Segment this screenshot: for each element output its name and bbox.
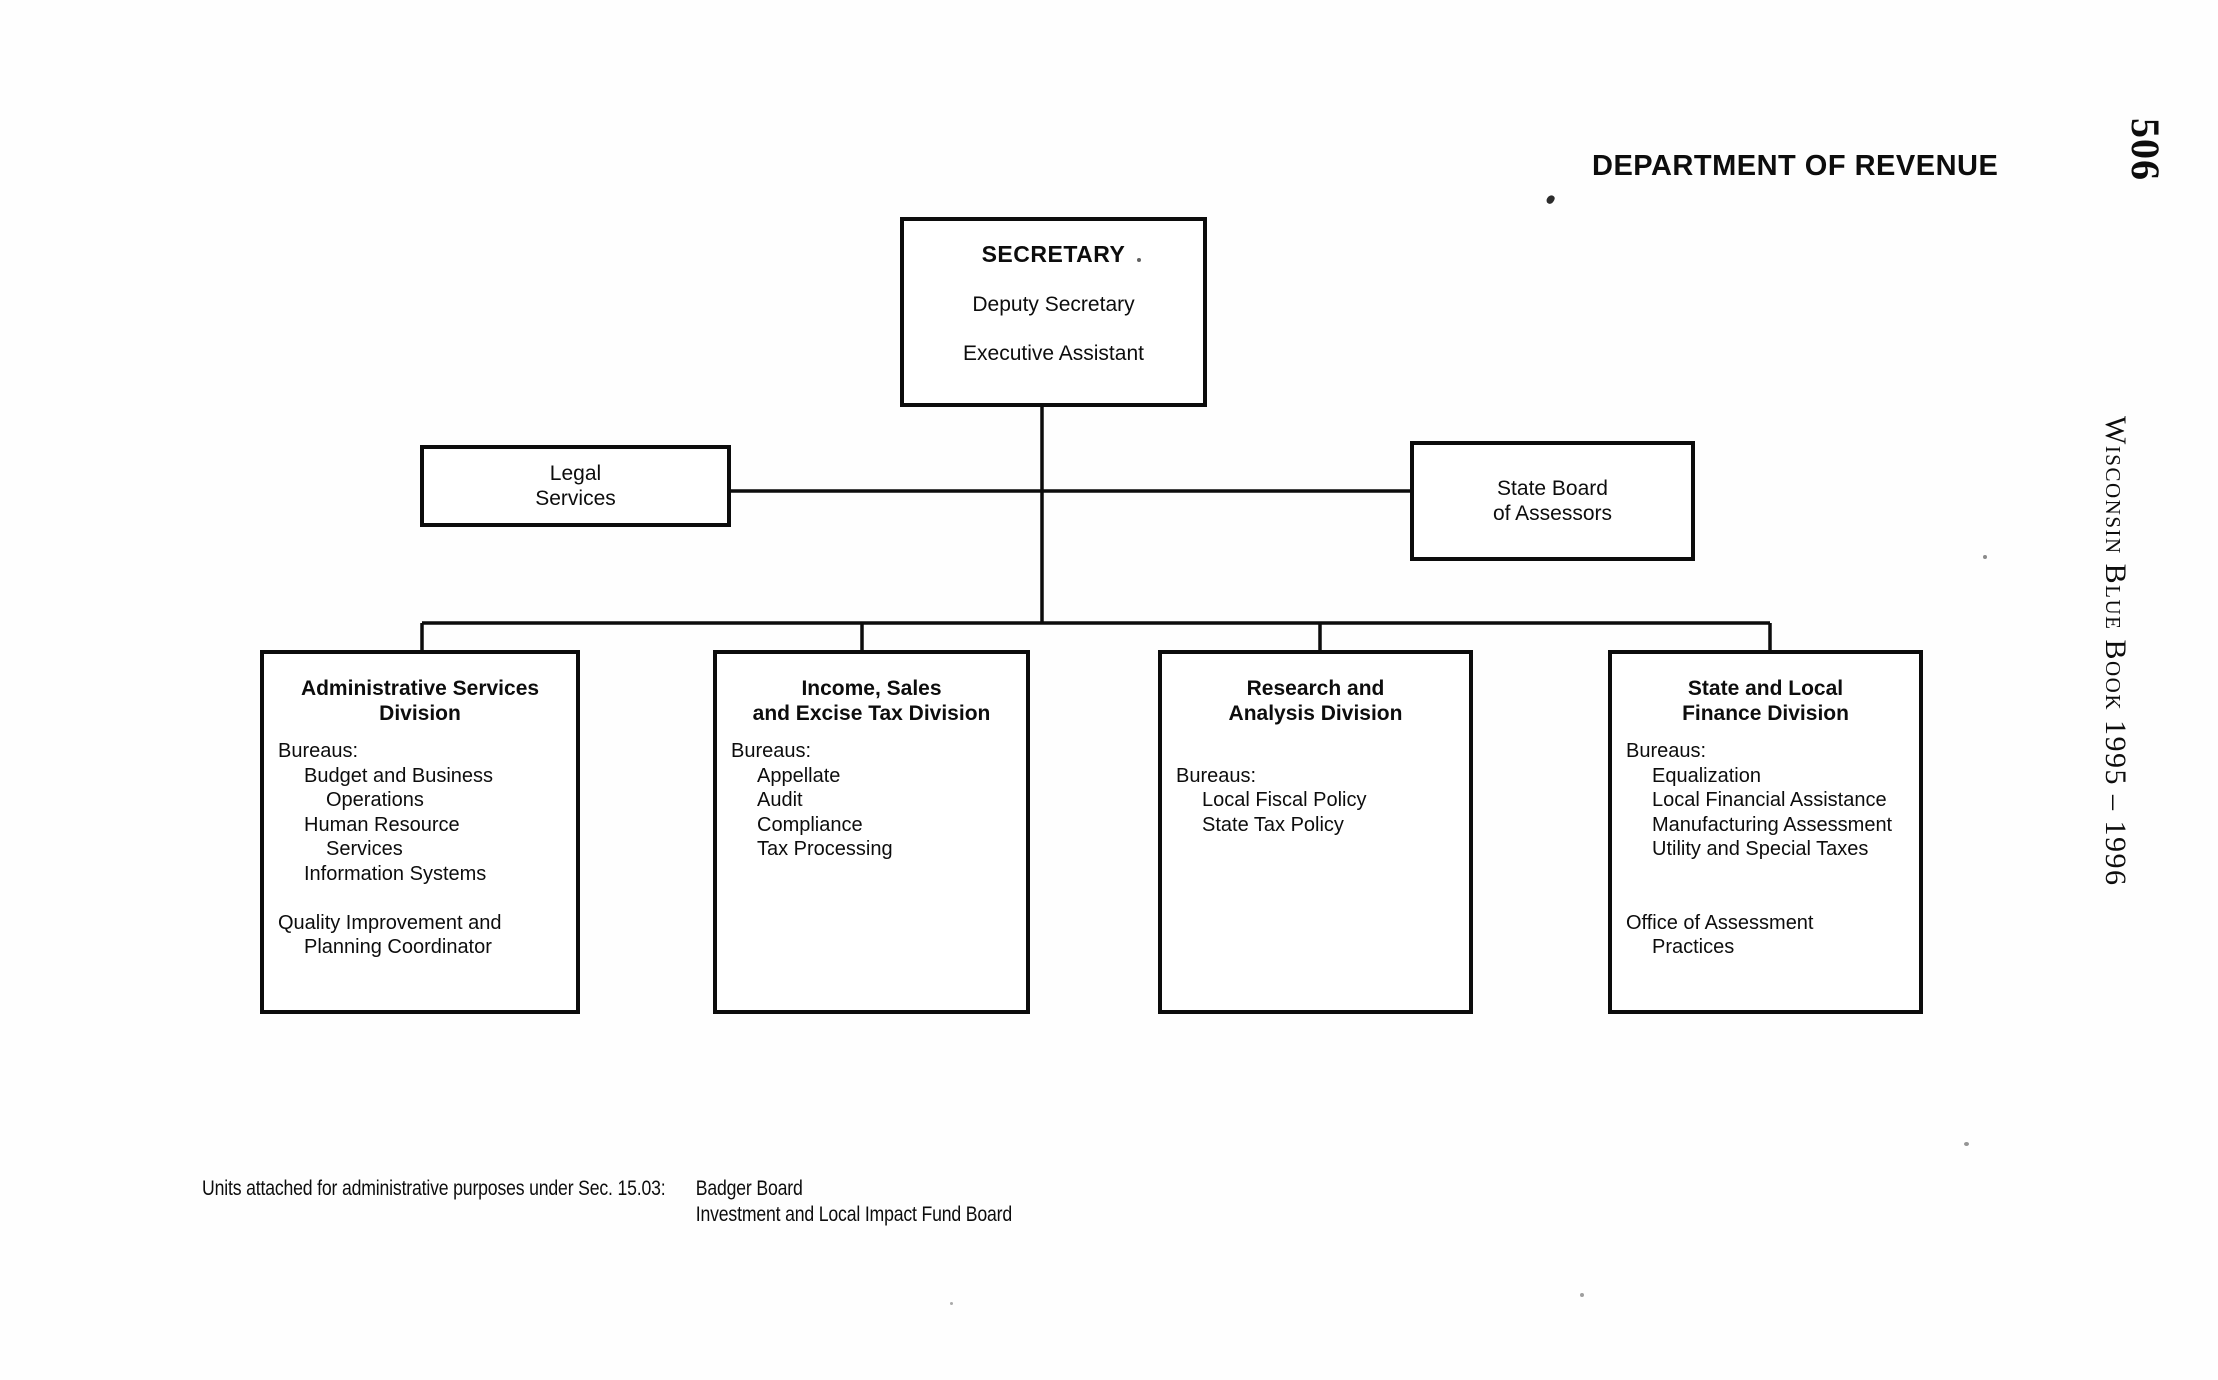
- division-line: Information Systems: [304, 862, 487, 885]
- legal-services-label-line: Services: [535, 487, 616, 510]
- scan-speck: [1983, 555, 1987, 559]
- scan-speck: [1545, 193, 1556, 206]
- state-board-label-line: of Assessors: [1492, 502, 1613, 525]
- state-board-label-line: State Board: [1497, 477, 1608, 500]
- deputy-secretary-label: Deputy Secretary: [972, 293, 1135, 316]
- scan-speck: [1137, 258, 1141, 262]
- division-spacer: [1612, 862, 1919, 887]
- secretary-title: SECRETARY: [981, 241, 1126, 267]
- executive-assistant-label: Executive Assistant: [963, 342, 1144, 365]
- division-line: Compliance: [757, 813, 863, 836]
- scan-speck: [950, 1302, 953, 1305]
- legal-services-box: Legal Services: [420, 445, 731, 527]
- division-line: Quality Improvement and: [278, 911, 502, 934]
- scan-speck: [1580, 1293, 1584, 1297]
- division-spacer: [1612, 886, 1919, 911]
- division-line: Bureaus:: [731, 740, 812, 762]
- spine-title: Wisconsin Blue Book 1995 – 1996: [2099, 416, 2132, 887]
- division-spacer: [264, 886, 576, 911]
- division-line: State Tax Policy: [1202, 813, 1344, 836]
- division-line: Bureaus:: [1176, 764, 1257, 787]
- division-line: Local Fiscal Policy: [1202, 789, 1367, 811]
- page-number: 506: [2123, 118, 2168, 181]
- division-spacer: [1162, 739, 1469, 764]
- footnote-unit: Investment and Local Impact Fund Board: [695, 1203, 1012, 1226]
- page-heading: DEPARTMENT OF REVENUE: [1592, 150, 1999, 182]
- footnote-unit: Badger Board: [695, 1177, 803, 1200]
- division-line: Practices: [1652, 936, 1735, 958]
- division-line: Audit: [757, 789, 803, 811]
- division-line: Manufacturing Assessment: [1652, 813, 1893, 836]
- legal-services-label-line: Legal: [549, 462, 602, 485]
- division-line: Tax Processing: [757, 838, 893, 860]
- division-line: Budget and Business: [304, 764, 494, 787]
- state-board-of-assessors-box: State Board of Assessors: [1410, 441, 1695, 561]
- division-line: Planning Coordinator: [304, 936, 492, 958]
- division-line: Utility and Special Taxes: [1652, 838, 1869, 860]
- division-line: Services: [326, 838, 403, 860]
- footnote: Units attached for administrative purpos…: [202, 1176, 1012, 1228]
- division-line: Human Resource: [304, 813, 460, 836]
- division-line: Bureaus:: [1626, 740, 1707, 762]
- footnote-label: Units attached for administrative purpos…: [202, 1177, 666, 1200]
- division-line: Appellate: [757, 764, 841, 787]
- secretary-box: SECRETARY Deputy Secretary Executive Ass…: [900, 217, 1207, 407]
- scan-speck: [1964, 1142, 1969, 1146]
- footnote-units: Badger Board Investment and Local Impact…: [696, 1176, 1012, 1228]
- division-line: Equalization: [1652, 764, 1761, 787]
- division-line: Local Financial Assistance: [1652, 789, 1887, 811]
- division-line: Office of Assessment: [1626, 911, 1814, 934]
- division-line: Operations: [326, 789, 424, 811]
- division-line: Bureaus:: [278, 740, 359, 762]
